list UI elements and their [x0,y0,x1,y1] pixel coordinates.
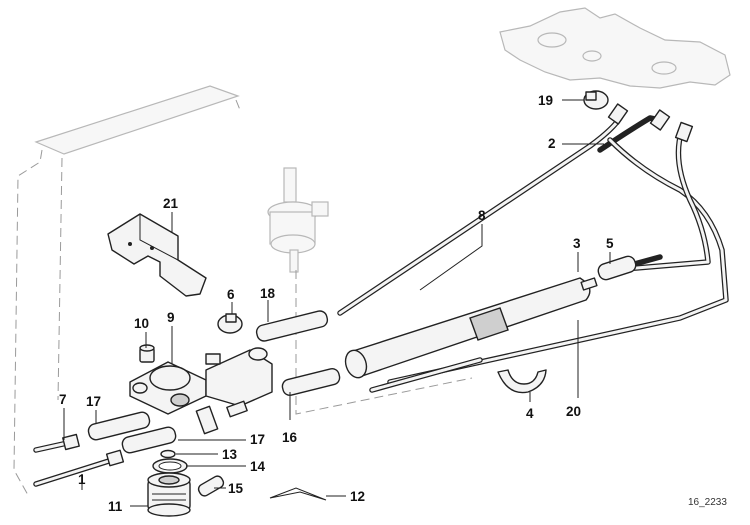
callout-14: 14 [250,459,266,474]
fuel-tank-outline [499,7,731,89]
callout-17-left: 17 [86,394,101,409]
fuel-pipe-2 [387,109,729,385]
callout-10: 10 [134,316,149,331]
callout-15: 15 [228,481,244,496]
leader-lines [63,99,611,507]
o-ring-14 [152,458,188,474]
fuel-filter-3 [344,277,598,379]
canister-valve-outline [267,167,329,273]
fuel-pipe-7 [33,433,80,453]
seal-13 [160,449,176,459]
callout-19: 19 [538,93,553,108]
callout-20: 20 [566,404,581,419]
hose-17-left [87,411,151,441]
callout-1: 1 [78,472,86,487]
callout-4: 4 [526,406,534,421]
callout-6: 6 [227,287,235,302]
callout-21: 21 [163,196,179,211]
clamp-4 [497,369,547,394]
bracket-21 [107,213,207,297]
callout-11: 11 [108,499,123,514]
hose-18 [255,310,329,342]
callout-7: 7 [59,392,67,407]
callout-16: 16 [282,430,298,445]
hose-15 [197,475,225,497]
callout-3: 3 [573,236,581,251]
fuel-pipe-20 [609,121,711,273]
callout-18: 18 [260,286,276,301]
hose-clamp-6 [217,313,243,334]
body-rail-outline [13,85,241,496]
fuel-pipe-1 [33,449,125,487]
fuel-pressure-regulator-11 [147,472,191,517]
callout-17-right: 17 [250,432,265,447]
hose-clamp-19 [583,90,609,110]
retaining-clip-12 [269,487,327,501]
callout-9: 9 [167,310,175,325]
hose-17-right [121,426,177,454]
callout-12: 12 [350,489,365,504]
pressure-regulator-9 [129,347,273,435]
diagram-code: 16_2233 [688,497,727,508]
cap-10 [139,344,155,363]
callout-2: 2 [548,136,556,151]
callout-5: 5 [606,236,614,251]
hose-5 [597,255,637,281]
callout-13: 13 [222,447,238,462]
hose-16 [281,368,341,396]
callout-8: 8 [478,208,486,223]
fuel-pipe-8 [337,103,629,316]
